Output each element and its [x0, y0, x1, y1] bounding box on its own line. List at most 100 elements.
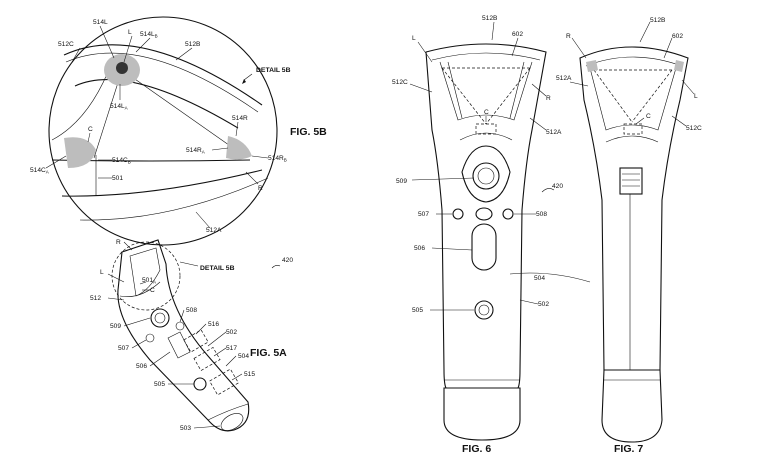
- fig-5b-detail: 514L L 514LB 512C 512B 514LA C 514CA 514…: [30, 16, 327, 246]
- end-cap-503: [220, 413, 244, 431]
- leader-5a-502: [207, 331, 227, 347]
- label-5a-515: 515: [244, 371, 255, 378]
- rim-512b-outer: [63, 44, 263, 106]
- head-base-7: [605, 135, 659, 143]
- band-512a-bottom: [61, 169, 263, 197]
- end-cap-6: [443, 387, 521, 441]
- leader-6-512a: [529, 117, 547, 131]
- label-5a-505: 505: [154, 381, 165, 388]
- button-509-inner-6: [477, 167, 495, 185]
- head-window-5a: [129, 247, 161, 297]
- button-509: [150, 308, 170, 328]
- label-514ca: 514CA: [30, 167, 49, 175]
- fig-5a-title: FIG. 5A: [250, 347, 287, 359]
- label-5a-509: 509: [110, 323, 121, 330]
- label-6-502: 502: [538, 301, 549, 308]
- leader-514ra: [211, 147, 229, 151]
- controller-body-5a: [117, 239, 250, 432]
- label-5a-508: 508: [186, 307, 197, 314]
- detail-5b-arrowhead: [242, 79, 246, 84]
- label-501: 501: [112, 175, 123, 182]
- leader-514rb: [251, 155, 269, 159]
- arrow-5a-420: [271, 265, 281, 269]
- fig-5a-controller: 420 R L 501A C 512 508 516 509 502 507 5…: [90, 239, 293, 432]
- label-6-512a: 512A: [546, 129, 562, 136]
- led-c-7: [623, 123, 643, 135]
- leader-514ca: [45, 155, 67, 169]
- detail-circle: [48, 16, 278, 246]
- label-5a-507: 507: [118, 345, 129, 352]
- button-505-inner-6: [478, 304, 490, 316]
- leader-5a-508: [179, 309, 185, 323]
- controller-body-7: [579, 46, 689, 371]
- rim-512b-inner: [65, 52, 259, 113]
- rim-512b-inner-7: [585, 56, 683, 67]
- leader-5a-516: [195, 323, 207, 335]
- component-515: [209, 368, 239, 396]
- leader-6-509: [411, 177, 475, 181]
- leader-c: [87, 132, 91, 143]
- label-6-512b: 512B: [482, 15, 498, 22]
- label-c: C: [88, 126, 93, 133]
- label-5a-517: 517: [226, 345, 237, 352]
- leader-6-512c: [409, 83, 433, 93]
- label-514l: 514L: [93, 19, 108, 26]
- inner-edge: [74, 79, 239, 129]
- leader-7-l: [681, 79, 695, 95]
- label-514r: 514R: [232, 115, 248, 122]
- button-505-6: [474, 300, 494, 320]
- leader-6-506: [431, 247, 473, 251]
- leader-5a-r: [123, 241, 133, 251]
- leader-5a-504: [225, 355, 237, 367]
- label-5a-504: 504: [238, 353, 249, 360]
- leader-5a-503: [193, 425, 221, 429]
- label-5a-r: R: [116, 239, 121, 246]
- label-r: R: [258, 185, 263, 192]
- label-5a-516: 516: [208, 321, 219, 328]
- leader-5a-l: [107, 273, 125, 283]
- label-7-512b: 512B: [650, 17, 666, 24]
- led-514c-region: [64, 137, 96, 168]
- leader-detail-5b: [179, 261, 199, 267]
- head-base-line-5a: [119, 281, 161, 297]
- leader-7-602: [663, 37, 673, 59]
- sight-line-right: [121, 69, 237, 151]
- sight-line-right-7: [631, 69, 673, 123]
- label-6-505: 505: [412, 307, 423, 314]
- fig-5b-title: FIG. 5B: [290, 126, 327, 138]
- label-5a-506: 506: [136, 363, 147, 370]
- label-514ra: 514RA: [186, 147, 205, 155]
- label-l: L: [128, 29, 132, 36]
- button-508-6: [502, 208, 514, 220]
- label-5a-512: 512: [90, 295, 101, 302]
- button-move-6: [475, 207, 493, 221]
- leader-514l: [99, 25, 115, 59]
- detail-5b-arrow-shaft: [243, 73, 253, 81]
- leader-7-512a: [569, 81, 589, 87]
- label-514la: 514LA: [110, 103, 128, 111]
- label-7-r: R: [566, 33, 571, 40]
- head-frame-left-6: [447, 61, 463, 119]
- leader-5a-507: [131, 339, 147, 349]
- leader-6-512b: [491, 21, 495, 41]
- detail-5b-callout-label: DETAIL 5B: [200, 265, 235, 272]
- button-506: [167, 331, 191, 359]
- trigger-7: [619, 167, 643, 195]
- label-6-l: L: [412, 35, 416, 42]
- button-509-inner: [154, 312, 166, 324]
- leader-5a-512: [107, 297, 125, 301]
- leader-7-512c: [671, 115, 687, 127]
- sight-line-left-7: [593, 69, 633, 123]
- led-514l: [116, 62, 128, 74]
- head-frame-right-6: [509, 61, 525, 119]
- label-6-504: 504: [534, 275, 545, 282]
- led-l-marker-7: [586, 60, 598, 72]
- leader-514lb: [135, 37, 151, 53]
- left-housing-edge: [51, 61, 113, 141]
- leader-512c: [71, 47, 81, 63]
- fig-7-rear-view: 512B R 602 512A L C 512C FIG. 7: [556, 17, 702, 455]
- leader-5a-509: [123, 317, 151, 327]
- button-505: [193, 377, 207, 391]
- label-5a-l: L: [100, 269, 104, 276]
- end-cap-7: [601, 369, 663, 443]
